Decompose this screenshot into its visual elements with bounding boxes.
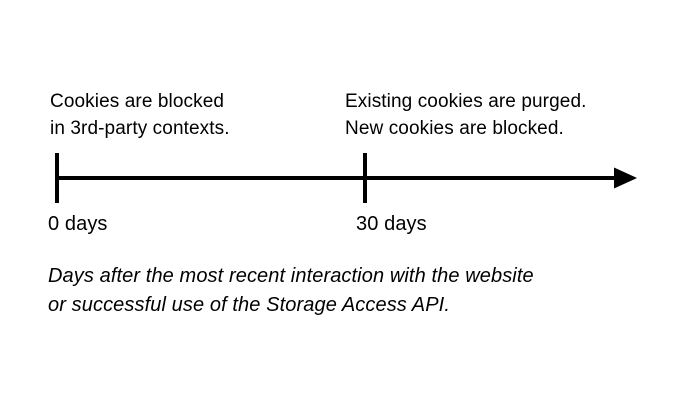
stage1-annotation: Cookies are blocked in 3rd-party context…	[50, 88, 230, 142]
stage2-annotation-line2: New cookies are blocked.	[345, 118, 564, 139]
stage2-annotation-line1: Existing cookies are purged.	[345, 91, 587, 112]
axis-caption-line2: or successful use of the Storage Access …	[48, 294, 450, 316]
stage1-annotation-line1: Cookies are blocked	[50, 91, 225, 112]
stage1-annotation-line2: in 3rd-party contexts.	[50, 118, 230, 139]
axis-caption: Days after the most recent interaction w…	[48, 262, 648, 320]
axis-caption-line1: Days after the most recent interaction w…	[48, 265, 534, 287]
tick-label-0-days: 0 days	[48, 213, 108, 235]
arrowhead-icon	[614, 167, 637, 189]
stage2-annotation: Existing cookies are purged. New cookies…	[345, 88, 587, 142]
tick-label-30-days: 30 days	[356, 213, 427, 235]
timeline-axis	[55, 153, 637, 203]
